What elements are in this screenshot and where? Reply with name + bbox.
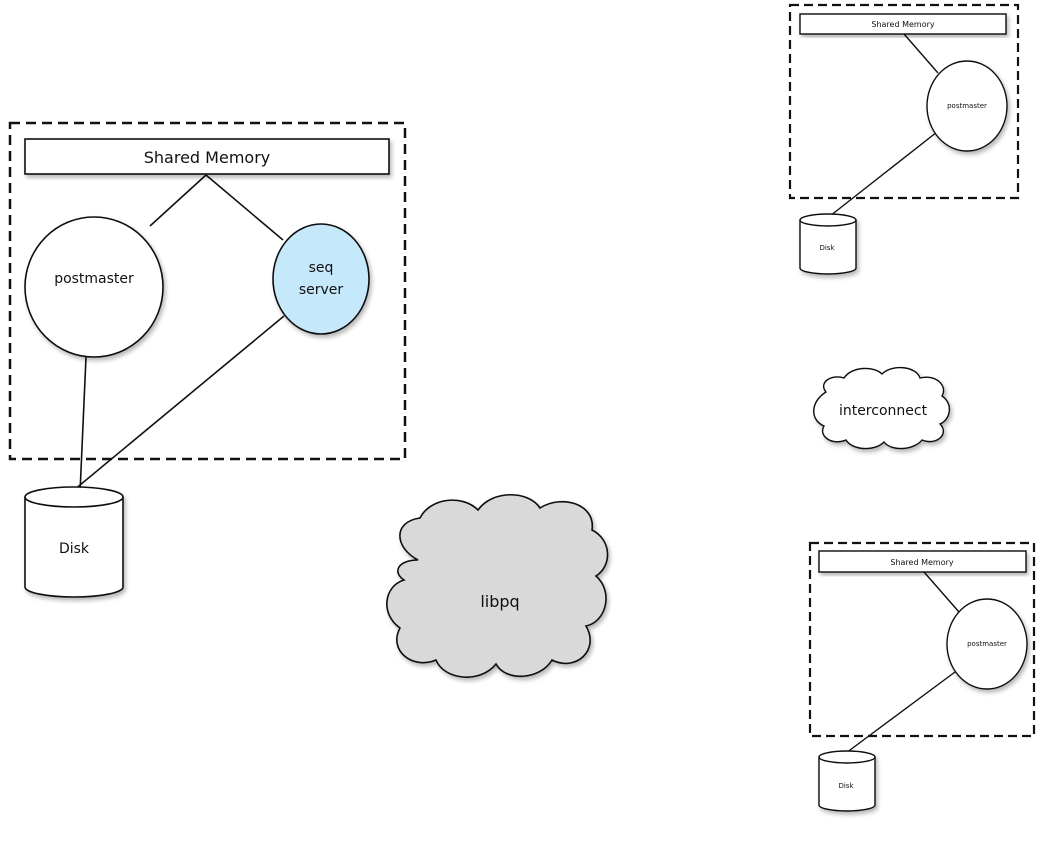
left-seqserver-to-disk-line (73, 315, 285, 491)
right-bottom-node-boundary (808, 541, 1036, 738)
right-bottom-shared-memory-bar (818, 550, 1027, 573)
right-bottom-disk-cylinder (818, 750, 876, 812)
interconnect-label: interconnect (839, 403, 928, 419)
libpq-label: libpq (480, 592, 519, 611)
left-shared-memory-bar (24, 138, 390, 175)
left-shared-memory-label: Shared Memory (144, 148, 270, 167)
left-disk-label: Disk (59, 541, 90, 557)
right-top-postmaster-to-disk-line (829, 131, 938, 217)
left-node-boundary (8, 121, 407, 461)
right-top-shm-to-postmaster-line (903, 33, 939, 74)
right-top-node-boundary (788, 3, 1020, 200)
interconnect-cloud: interconnect (813, 367, 950, 450)
right-bottom-shm-to-postmaster-line (923, 571, 960, 613)
right-bottom-postmaster-circle (946, 598, 1028, 690)
right-bottom-postmaster-to-disk-line (845, 671, 956, 754)
right-bottom-node: Shared Memory postmaster Disk (808, 541, 1036, 812)
libpq-cloud: libpq (386, 493, 609, 678)
left-seq-server-label-line1: seq (309, 260, 334, 276)
left-seq-server-circle (272, 223, 370, 335)
left-postmaster-circle (24, 216, 164, 358)
right-top-node: Shared Memory postmaster Disk (788, 3, 1020, 275)
left-postmaster-to-disk-line (79, 356, 87, 494)
left-disk-cylinder (24, 486, 124, 598)
right-top-postmaster-label: postmaster (947, 102, 987, 110)
right-bottom-shared-memory-label: Shared Memory (890, 558, 954, 567)
right-bottom-disk-label: Disk (838, 782, 854, 790)
left-seq-server-label-line2: server (299, 282, 344, 298)
right-bottom-postmaster-label: postmaster (967, 640, 1007, 648)
right-top-postmaster-circle (926, 60, 1008, 152)
left-shm-to-seqserver-line (205, 174, 284, 241)
left-node: Shared Memory postmaster seq server Disk (8, 121, 407, 598)
right-top-shared-memory-bar (799, 13, 1007, 35)
left-postmaster-label: postmaster (54, 271, 134, 287)
interconnect-cloud-shape (813, 367, 950, 450)
right-top-disk-label: Disk (819, 244, 835, 252)
right-top-disk-cylinder (799, 213, 857, 275)
libpq-cloud-shape (386, 493, 609, 678)
left-shm-to-postmaster-line (149, 174, 207, 227)
right-top-shared-memory-label: Shared Memory (871, 20, 935, 29)
